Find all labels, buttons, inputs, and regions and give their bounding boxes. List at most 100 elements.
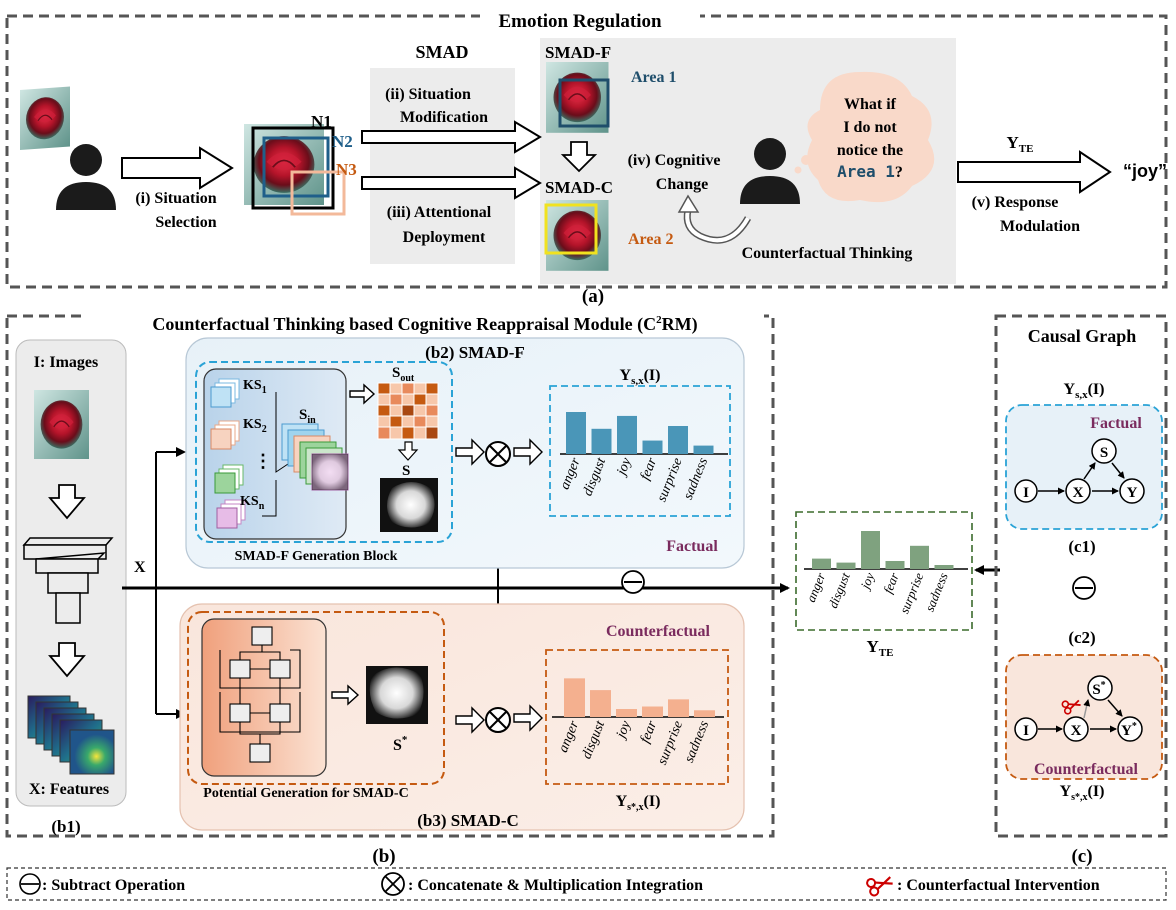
c1-label: (c1) [1068,537,1095,556]
x-label: X [134,559,146,576]
kernel-stack-3 [214,464,244,494]
arrow-deployment [361,166,542,200]
panel-c: Causal Graph Ys,x(I) Factual I X S Y (c1… [994,314,1168,867]
output-joy: “joy” [1123,161,1167,181]
label-n2: N2 [332,132,353,151]
step4-line2: Change [656,176,708,193]
tick-label-joy: joy [857,570,878,592]
cf-saliency-map [366,666,428,724]
potential-network [219,626,301,763]
cf-node-s: S* [1092,680,1105,698]
panel-a-title: Emotion Regulation [498,11,662,32]
step5-line1: (v) Response [972,194,1059,211]
legend: : Subtract Operation : Concatenate & Mul… [6,867,1167,901]
bar-surprise [910,545,929,569]
bar-disgust [590,690,611,717]
cf-node-i: I [1023,723,1029,739]
thought-line2: I do not [843,119,897,136]
step1-line2: Selection [155,214,216,231]
c-y-f-label: Ys,x(I) [1064,381,1105,401]
bar-sadness [693,445,714,454]
b1-label: (b1) [51,817,80,836]
bar-disgust [591,428,612,454]
ks1-label: KS1 [243,378,267,396]
tick-label-sadness: sadness [922,571,951,614]
feature-maps [27,695,115,775]
smad-f-image [545,61,610,134]
bar-sadness [934,565,954,569]
thought-area1: Area 1 [837,162,895,181]
person-icon [56,144,116,210]
node-x: X [1073,485,1084,501]
node-s: S [1100,445,1108,461]
bar-fear [885,561,905,569]
thought-line4: Area 1? [837,162,903,181]
smad-f-label: SMAD-F [545,43,611,62]
tick-label-fear: fear [880,570,902,596]
step4-line1: (iv) Cognitive [628,152,721,169]
s-star-label: S* [393,734,408,754]
smad-c-image [544,199,610,272]
step1-line1: (i) Situation [135,190,216,207]
arrow-selection [121,146,234,190]
b2-title: (b2) SMAD-F [425,343,525,362]
bar-anger [812,558,831,569]
kernel-stack-n [216,499,246,529]
otimes-c [485,707,511,733]
y-te-label: YTE [867,637,894,659]
bar-disgust [836,562,856,569]
c-counterfactual-label: Counterfactual [1034,761,1139,778]
ks2-label: KS2 [243,417,267,435]
b1-features-label: X: Features [29,781,109,798]
legend-concat-icon [381,872,405,896]
kernel-stack-1 [210,378,240,408]
cnn-icon [22,537,114,624]
tick-label-anger: anger [803,570,829,605]
b2-factual-label: Factual [666,538,718,555]
s-label: S [402,463,410,479]
legend-concat: : Concatenate & Multiplication Integrati… [408,877,703,894]
arrow-cognitive [560,141,598,173]
counterfactual-graph: I X S* Y* [1014,675,1143,742]
arrow-response [957,150,1112,194]
bar-fear [642,440,663,454]
tick-label-joy: joy [614,455,635,479]
bar-surprise [668,699,689,717]
bar-joy [861,531,880,569]
legend-scissors-icon [866,876,893,897]
bar-surprise [668,426,688,454]
b1-arrow-1 [48,484,86,520]
smad-label: SMAD [416,42,469,62]
scissors-icon [1061,699,1081,715]
bar-fear [642,706,663,717]
thought-qmark: ? [895,164,903,181]
smad-c-label: SMAD-C [545,178,613,197]
nested-image [243,123,346,216]
c-y-c-label: Ys*,x(I) [1060,783,1105,803]
subtract-symbol [621,570,645,594]
legend-subtract-icon [19,873,41,895]
panel-c-title: Causal Graph [1028,326,1137,346]
s-out-label: Sout [392,365,415,384]
saliency-map [380,478,438,532]
ksn-label: KSn [240,494,265,512]
potential-gen-label: Potential Generation for SMAD-C [203,786,408,801]
b3-counterfactual-label: Counterfactual [606,623,711,640]
area1-label: Area 1 [631,69,676,86]
yte-top: YTE [1007,133,1034,155]
otimes-f [485,441,511,467]
thought-bubble [794,71,935,203]
label-n1: N1 [311,112,332,131]
area2-label: Area 2 [628,231,673,248]
y-c-label: Ys*,x(I) [616,793,661,813]
step5-line2: Modulation [1000,218,1080,235]
factual-graph: I X S Y [1014,438,1145,504]
thought-line3: notice the [837,142,903,159]
y-f-label: Ys,x(I) [620,367,661,387]
thought-line1: What if [844,96,897,113]
legend-intervention: : Counterfactual Intervention [897,877,1100,894]
counterfactual-thinking-label: Counterfactual Thinking [742,245,913,262]
